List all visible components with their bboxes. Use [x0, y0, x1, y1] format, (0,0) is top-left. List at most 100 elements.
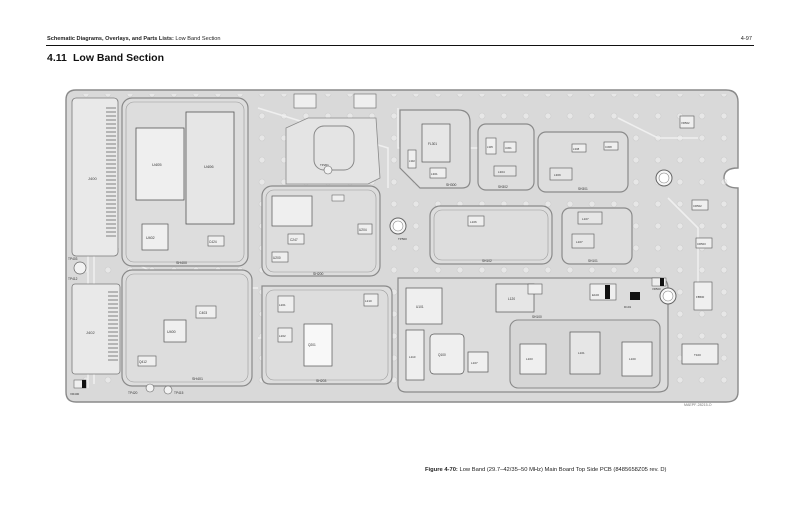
- label-tp412: TP412: [68, 277, 78, 281]
- pa-section: U101 Q100 L110 L120 E100 D101 L107 SH100…: [397, 277, 669, 393]
- label-l303: L309: [554, 173, 561, 177]
- figure-caption-text: Low Band (29.7–42/35–50 MHz) Main Board …: [459, 467, 667, 473]
- figure-caption: Figure 4-70: Low Band (29.7–42/35–50 MHz…: [425, 467, 666, 473]
- page-number: 4-97: [740, 36, 752, 42]
- label-sh101: SH101: [588, 259, 598, 263]
- label-l210: L210: [365, 299, 372, 303]
- label-u400: U400: [167, 330, 176, 334]
- drawing-id: MAEPF-28215-O: [684, 403, 712, 407]
- section-name: Low Band Section: [73, 52, 165, 64]
- label-u405: U405: [152, 162, 162, 167]
- label-sh203: SH203: [316, 379, 326, 383]
- label-fb500: FB500: [696, 295, 705, 299]
- right-edge-components: VR502 CR502 CR503 VR500 FB500 T100: [651, 115, 719, 365]
- label-l107b: L107: [471, 361, 478, 365]
- label-tp201: TP201: [320, 163, 329, 167]
- label-sh200: SH200: [313, 272, 323, 276]
- label-sh302: SH302: [498, 185, 508, 189]
- section-number: 4.11: [47, 52, 67, 64]
- label-u402: U402: [146, 236, 155, 240]
- label-tp420: TP420: [128, 391, 138, 395]
- shield-sh200: C247 U200 U204 SH200: [261, 185, 381, 277]
- label-l302: L302: [409, 159, 415, 163]
- chip-u405: [135, 127, 185, 201]
- label-cr502: CR502: [693, 204, 702, 208]
- label-q201: Q201: [308, 343, 316, 347]
- label-tp415: TP415: [174, 391, 184, 395]
- label-l308: L308: [573, 147, 580, 151]
- mounting-hole-center: TP500: [389, 217, 407, 241]
- section-title: 4.11 Low Band Section: [47, 52, 164, 64]
- label-vr500: VR500: [652, 287, 661, 291]
- label-fl301: FL301: [428, 142, 437, 146]
- running-head-chapter: Schematic Diagrams, Overlays, and Parts …: [47, 36, 174, 42]
- chip-u402: [141, 223, 169, 251]
- label-t100: T100: [694, 353, 701, 357]
- label-tp500: TP500: [398, 237, 407, 241]
- label-cr503: CR503: [697, 242, 706, 246]
- label-u101: U101: [416, 305, 424, 309]
- label-q412: Q412: [139, 360, 147, 364]
- shield-sh101: L107 L107 SH101: [561, 207, 633, 265]
- pcb-board-drawing: J400 J402 U405 U406 U402 C424 SH400 U400: [65, 89, 739, 403]
- label-j400: J400: [88, 176, 97, 181]
- label-l304: L304: [498, 170, 505, 174]
- label-vr400: VR400: [70, 392, 80, 396]
- cap-c424: [207, 235, 225, 247]
- cap-c247: [287, 233, 305, 245]
- label-l301: L301: [431, 172, 438, 176]
- label-sh100: SH100: [532, 315, 542, 319]
- shield-sh400: U405 U406 U402 C424 SH400: [121, 97, 249, 267]
- label-l103: L103: [526, 357, 533, 361]
- label-vr502: VR502: [681, 121, 690, 125]
- label-q100: Q100: [438, 353, 446, 357]
- chip-u406: [185, 111, 235, 225]
- label-u406: U406: [204, 164, 214, 169]
- label-sh400: SH400: [176, 261, 187, 265]
- label-l120: L120: [508, 297, 515, 301]
- shield-sh102: L106 SH102: [429, 205, 553, 265]
- chip-u200: [271, 251, 289, 263]
- shield-sh301: L309 L308 C308 SH301: [537, 131, 629, 193]
- label-c247: C247: [290, 238, 298, 242]
- chip-u204: [357, 223, 373, 235]
- label-sh102: SH102: [482, 259, 492, 263]
- shield-sh401: U400 C403 Q412 SH401: [121, 269, 253, 387]
- label-l201: L201: [279, 303, 286, 307]
- label-c424: C424: [209, 240, 217, 244]
- label-sh401: SH401: [192, 377, 203, 381]
- cap-c403: [195, 305, 217, 319]
- running-head: Schematic Diagrams, Overlays, and Parts …: [47, 36, 221, 42]
- label-u204: U204: [359, 228, 367, 232]
- label-tp403: TP403: [68, 257, 78, 261]
- label-l106: L106: [470, 220, 477, 224]
- label-l101: L101: [578, 351, 585, 355]
- pcb-figure: J400 J402 U405 U406 U402 C424 SH400 U400: [58, 88, 746, 406]
- test-points-left: TP403 TP412 TP420 TP415 VR400: [68, 257, 184, 396]
- label-l305: L305: [487, 145, 493, 149]
- label-c403: C403: [199, 311, 207, 315]
- figure-label: Figure 4-70:: [425, 467, 458, 473]
- shield-sh300: FL301 L302 L301 SH300: [399, 109, 471, 189]
- label-u200: U200: [273, 256, 281, 260]
- label-l202: L202: [279, 334, 286, 338]
- chip-u400: [163, 319, 187, 343]
- transistor-q412: [137, 355, 157, 367]
- connector-j400: J400: [71, 97, 119, 257]
- label-sh300: SH300: [446, 183, 456, 187]
- label-l104: L107: [576, 240, 583, 244]
- filter-fl301: [421, 123, 451, 163]
- label-l107: L107: [582, 217, 589, 221]
- label-j402: J402: [86, 330, 95, 335]
- label-d101: D101: [624, 305, 632, 309]
- connector-j402: J402: [71, 283, 121, 375]
- label-e100: E100: [592, 293, 599, 297]
- label-u301: U301: [505, 146, 512, 150]
- label-c308: C308: [605, 145, 612, 149]
- shield-sh203: L201 Q201 L202 L210 SH203: [261, 285, 393, 385]
- running-head-section: Low Band Section: [175, 36, 221, 42]
- shield-sh302: L305 U301 L304 SH302: [477, 123, 535, 191]
- label-l100: L100: [629, 357, 636, 361]
- battery-contact-area: TP201: [285, 93, 381, 185]
- label-sh301: SH301: [578, 187, 588, 191]
